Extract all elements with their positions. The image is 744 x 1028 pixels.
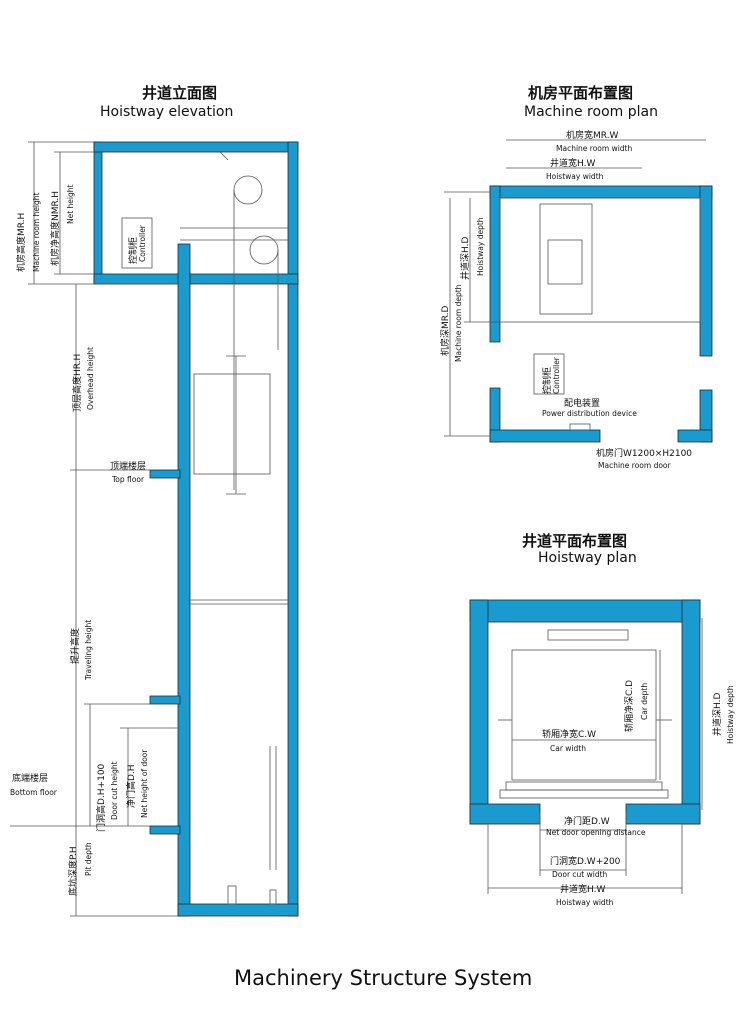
cw-label-en: Car width: [550, 744, 586, 753]
mr-hd-label-cn: 井道深H.D: [461, 236, 471, 280]
cw-label-cn: 轿厢净宽C.W: [542, 730, 597, 740]
door-cut-label-cn: 门洞高D.H+100: [97, 763, 107, 832]
pit-label-cn: 底坑深度P.H: [69, 846, 79, 896]
page-caption: Machinery Structure System: [234, 966, 533, 990]
dcw-label-en: Door cut width: [552, 870, 608, 879]
travel-label-en: Traveling height: [84, 619, 93, 680]
bottom-floor-label-cn: 底端楼层: [12, 774, 49, 784]
mrh-label-cn: 机房高度MR.H: [17, 212, 27, 272]
power-label-en: Power distribution device: [542, 409, 637, 418]
elevation-controller-en: Controller: [138, 225, 147, 262]
elevation-title-en: Hoistway elevation: [100, 104, 234, 120]
machine-room-walls: [489, 185, 713, 443]
mr-controller-en: Controller: [552, 357, 561, 394]
mrh-label-en: Machine room height: [32, 192, 41, 272]
mrw-label-cn: 机房宽MR.W: [566, 131, 619, 141]
power-label-cn: 配电装置: [564, 399, 601, 409]
mr-hw-label-cn: 井道宽H.W: [550, 159, 596, 169]
cd-label-en: Car depth: [640, 682, 649, 720]
dw-label-cn: 净门距D.W: [564, 817, 610, 827]
machine-room-title-cn: 机房平面布置图: [528, 84, 634, 102]
dcw-label-cn: 门洞宽D.W+200: [550, 857, 621, 867]
mrd-label-cn: 机房深MR.D: [441, 305, 451, 357]
hoistway-plan-title-cn: 井道平面布置图: [522, 532, 628, 550]
hp-hw-label-en: Hoistway width: [556, 898, 614, 907]
elevation-walls: [93, 141, 299, 917]
hoistway-plan-walls: [469, 599, 701, 825]
hp-hw-label-cn: 井道宽H.W: [560, 885, 606, 895]
mr-door-label-cn: 机房门W1200×H2100: [596, 449, 693, 459]
dw-label-en: Net door opening distance: [546, 828, 646, 837]
elevation-title-cn: 井道立面图: [142, 84, 218, 102]
net-door-label-en: Net height of door: [140, 749, 149, 818]
bottom-floor-label-en: Bottom floor: [10, 788, 57, 797]
hp-hd-label-en: Hoistway depth: [726, 685, 735, 744]
hoistway-plan-title-en: Hoistway plan: [538, 550, 637, 566]
pit-label-en: Pit depth: [84, 842, 93, 876]
travel-label-cn: 提升高度: [71, 627, 81, 664]
hp-hd-label-cn: 井道深H.D: [713, 692, 723, 736]
top-floor-label-en: Top floor: [112, 475, 145, 484]
machine-room-title-en: Machine room plan: [524, 104, 658, 120]
nmrh-label-cn: 机房净高度NMR.H: [51, 190, 61, 266]
nmrh-label-en: Net height: [66, 184, 75, 224]
mrd-label-en: Machine room depth: [454, 284, 463, 362]
net-door-label-cn: 净门高D.H: [127, 764, 137, 808]
mrw-label-en: Machine room width: [556, 144, 633, 153]
mr-hd-label-en: Hoistway depth: [476, 217, 485, 276]
cd-label-cn: 轿厢净深C.D: [625, 679, 635, 732]
hrh-label-cn: 顶层高度HR.H: [73, 353, 83, 412]
top-floor-label-cn: 顶端楼层: [110, 462, 147, 472]
door-cut-label-en: Door cut height: [110, 761, 119, 820]
hrh-label-en: Overhead height: [86, 347, 95, 410]
mr-hw-label-en: Hoistway width: [546, 172, 604, 181]
mr-door-label-en: Machine room door: [598, 461, 671, 470]
